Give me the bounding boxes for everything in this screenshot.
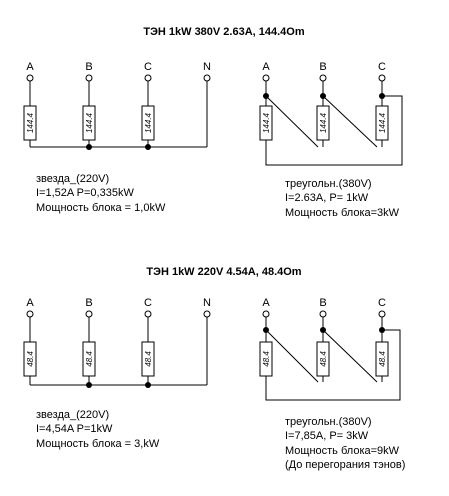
junction-dot xyxy=(86,144,92,150)
resistor-label: 144.4 xyxy=(85,112,94,133)
delta-circuit: A B C 48.4 48.4 48.4 xyxy=(259,297,401,401)
diagonal-wire xyxy=(265,95,319,148)
terminal-b xyxy=(85,74,93,82)
terminal-label-n: N xyxy=(203,61,211,73)
star-note-line-3: Мощность блока = 3,kW xyxy=(36,438,160,450)
resistor-label: 144.4 xyxy=(26,112,35,133)
junction-dot xyxy=(86,382,92,388)
resistor-label: 144.4 xyxy=(262,112,271,133)
terminal-c xyxy=(144,74,152,82)
terminal-label-c: C xyxy=(378,297,386,309)
return-wire xyxy=(265,95,403,166)
terminal-c xyxy=(144,310,152,318)
terminal-label-b: B xyxy=(319,297,326,309)
star-note-line-2: I=1,52A P=0,335kW xyxy=(36,187,134,199)
resistor-label: 48.4 xyxy=(319,351,328,367)
terminal-a xyxy=(262,310,270,318)
terminal-a xyxy=(26,74,34,82)
junction-dot xyxy=(320,93,326,99)
diagonal-wire xyxy=(322,95,378,148)
terminal-label-c: C xyxy=(144,61,152,73)
junction-dot xyxy=(320,327,326,333)
terminal-label-b: B xyxy=(85,61,92,73)
terminal-a xyxy=(262,74,270,82)
diagonal-wire xyxy=(322,329,378,383)
delta-note-line-4: (До перегорания тэнов) xyxy=(285,459,405,471)
section-title: ТЭН 1kW 220V 4.54A, 48.4Om xyxy=(146,266,301,278)
terminal-label-a: A xyxy=(26,61,34,73)
terminal-label-n: N xyxy=(203,297,211,309)
resistor xyxy=(259,105,273,141)
resistor-label: 48.4 xyxy=(262,351,271,367)
delta-note-line-1: треугольн.(380V) xyxy=(285,178,372,190)
junction-dot xyxy=(145,144,151,150)
terminal-label-b: B xyxy=(85,297,92,309)
resistor-label: 48.4 xyxy=(144,351,153,367)
delta-note-line-2: I=2.63A, P= 1kW xyxy=(285,192,369,204)
resistor-label: 48.4 xyxy=(85,351,94,367)
terminal-n xyxy=(203,310,211,318)
junction-dot xyxy=(379,327,385,333)
resistor-label: 48.4 xyxy=(378,351,387,367)
terminal-label-a: A xyxy=(26,297,34,309)
junction-dot xyxy=(263,93,269,99)
resistor-label: 48.4 xyxy=(26,351,35,367)
delta-circuit: A B C 144.4 144.4 144.4 xyxy=(259,61,403,166)
resistor-label: 144.4 xyxy=(378,112,387,133)
resistor xyxy=(259,341,273,377)
terminal-n xyxy=(203,74,211,82)
terminal-b xyxy=(319,74,327,82)
delta-note-line-3: Мощность блока=9kW xyxy=(285,445,400,457)
delta-note-line-3: Мощность блока=3kW xyxy=(285,207,400,219)
section-title: ТЭН 1kW 380V 2.63A, 144.4Om xyxy=(143,26,305,38)
terminal-b xyxy=(85,310,93,318)
junction-dot xyxy=(145,382,151,388)
terminal-c xyxy=(378,74,386,82)
star-circuit: A B C N 48.4 48.4 48.4 xyxy=(23,297,211,388)
star-note-line-1: звезда_(220V) xyxy=(36,409,109,421)
section-2: ТЭН 1kW 220V 4.54A, 48.4Om A B C N 48.4 … xyxy=(23,266,405,471)
resistor-label: 144.4 xyxy=(144,112,153,133)
terminal-a xyxy=(26,310,34,318)
terminal-label-a: A xyxy=(262,61,270,73)
diagonal-wire xyxy=(265,329,319,383)
junction-dot xyxy=(379,93,385,99)
terminal-c xyxy=(378,310,386,318)
delta-note-line-1: треугольн.(380V) xyxy=(285,416,372,428)
section-1: ТЭН 1kW 380V 2.63A, 144.4Om A B C N 144.… xyxy=(23,26,403,219)
return-wire xyxy=(265,329,401,401)
resistor-label: 144.4 xyxy=(319,112,328,133)
terminal-b xyxy=(319,310,327,318)
star-circuit: A B C N 144.4 144.4 144.4 xyxy=(23,61,211,150)
star-note-line-1: звезда_(220V) xyxy=(36,173,109,185)
star-note-line-2: I=4,54A P=1kW xyxy=(36,423,113,435)
junction-dot xyxy=(263,327,269,333)
terminal-label-c: C xyxy=(144,297,152,309)
terminal-label-c: C xyxy=(378,61,386,73)
delta-note-line-2: I=7,85A, P= 3kW xyxy=(285,430,369,442)
terminal-label-a: A xyxy=(262,297,270,309)
star-note-line-3: Мощность блока = 1,0kW xyxy=(36,202,166,214)
terminal-label-b: B xyxy=(319,61,326,73)
